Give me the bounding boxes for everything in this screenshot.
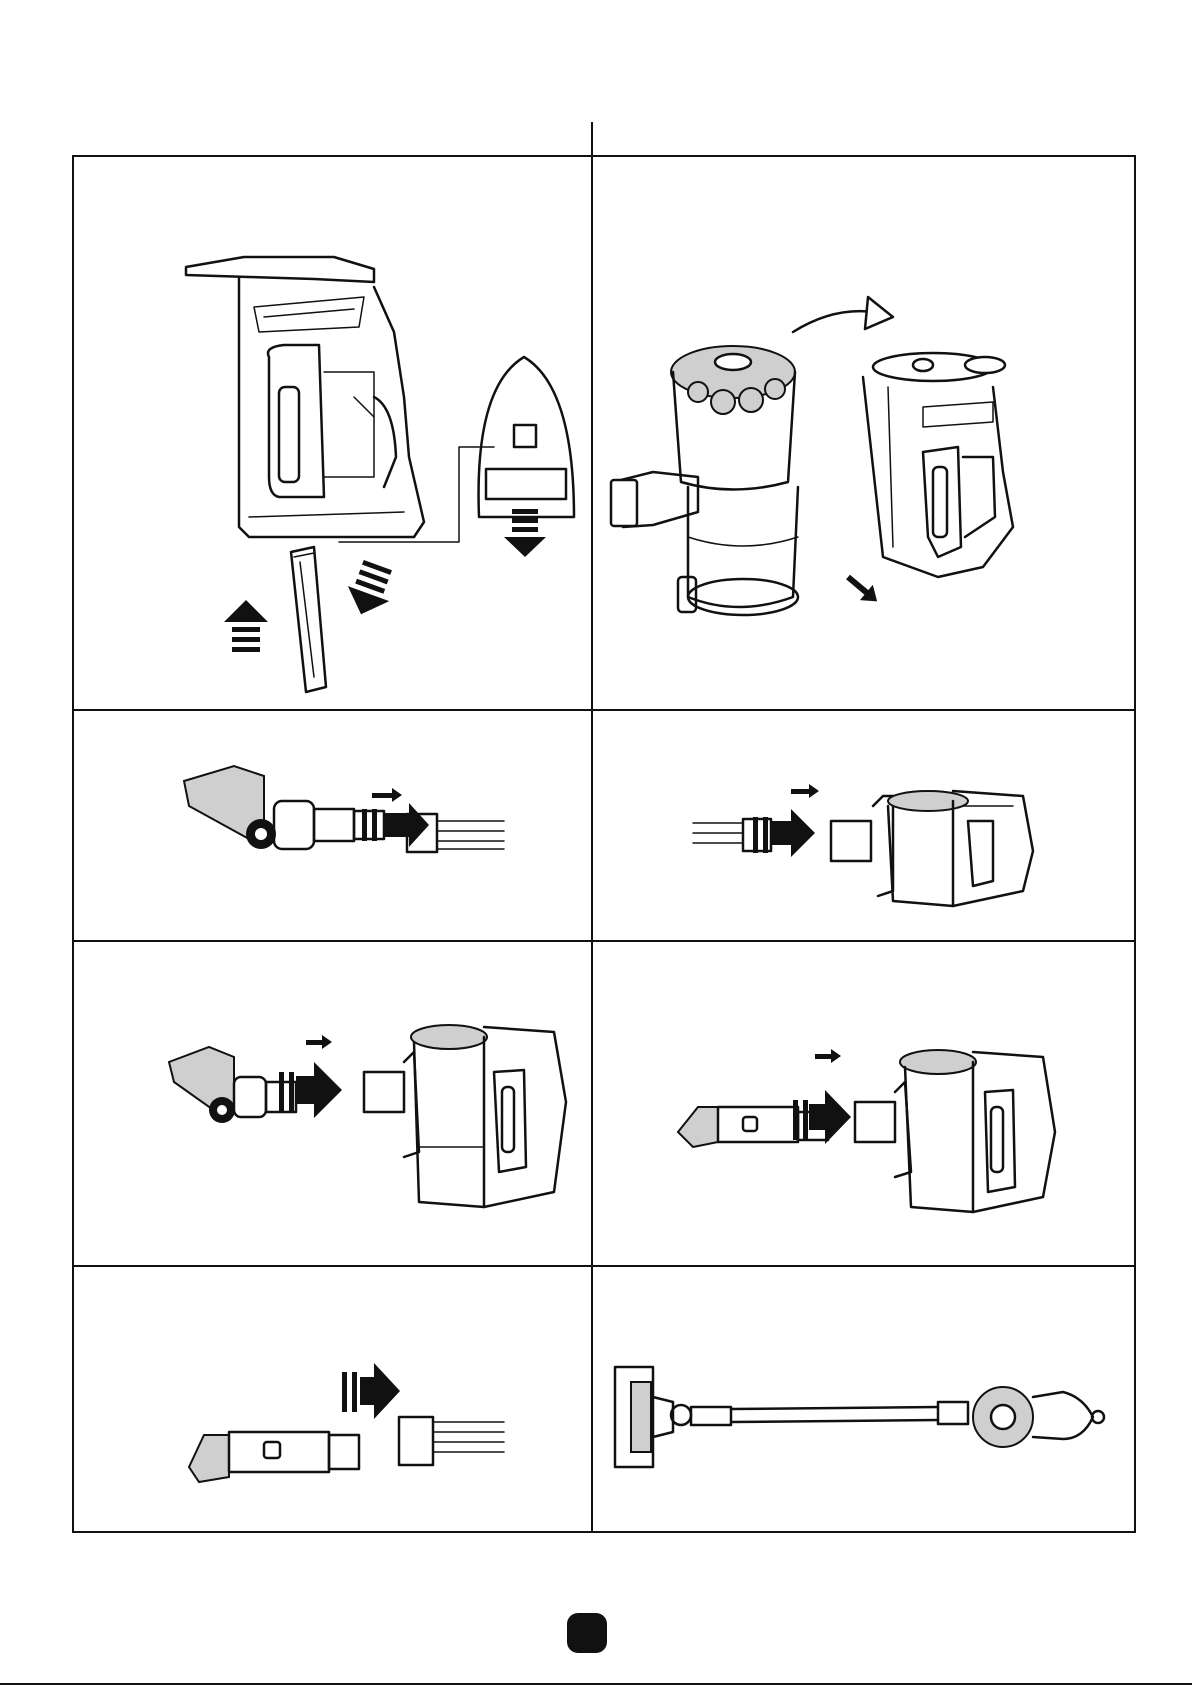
page-number (567, 1613, 607, 1653)
figure-crevice-tool-to-tube (74, 1267, 590, 1531)
figure-assembled-stick-vacuum (593, 1267, 1134, 1531)
figure-battery-removal (74, 157, 590, 708)
floor-brush-tube-illustration (74, 711, 590, 939)
figure-dust-container-detach (593, 157, 1134, 708)
figure-tube-to-main-unit (593, 711, 1134, 939)
figure-crevice-tool-to-main-unit (593, 942, 1134, 1264)
floor-brush-main-unit-illustration (74, 942, 590, 1264)
battery-release-illustration (74, 157, 590, 708)
tube-main-unit-illustration (593, 711, 1134, 939)
crevice-tool-tube-illustration (74, 1267, 590, 1531)
crevice-tool-main-unit-illustration (593, 942, 1134, 1264)
assembled-vacuum-illustration (593, 1267, 1134, 1531)
figure-floor-brush-to-tube (74, 711, 590, 939)
figure-floor-brush-to-main-unit (74, 942, 590, 1264)
dust-container-illustration (593, 157, 1134, 708)
